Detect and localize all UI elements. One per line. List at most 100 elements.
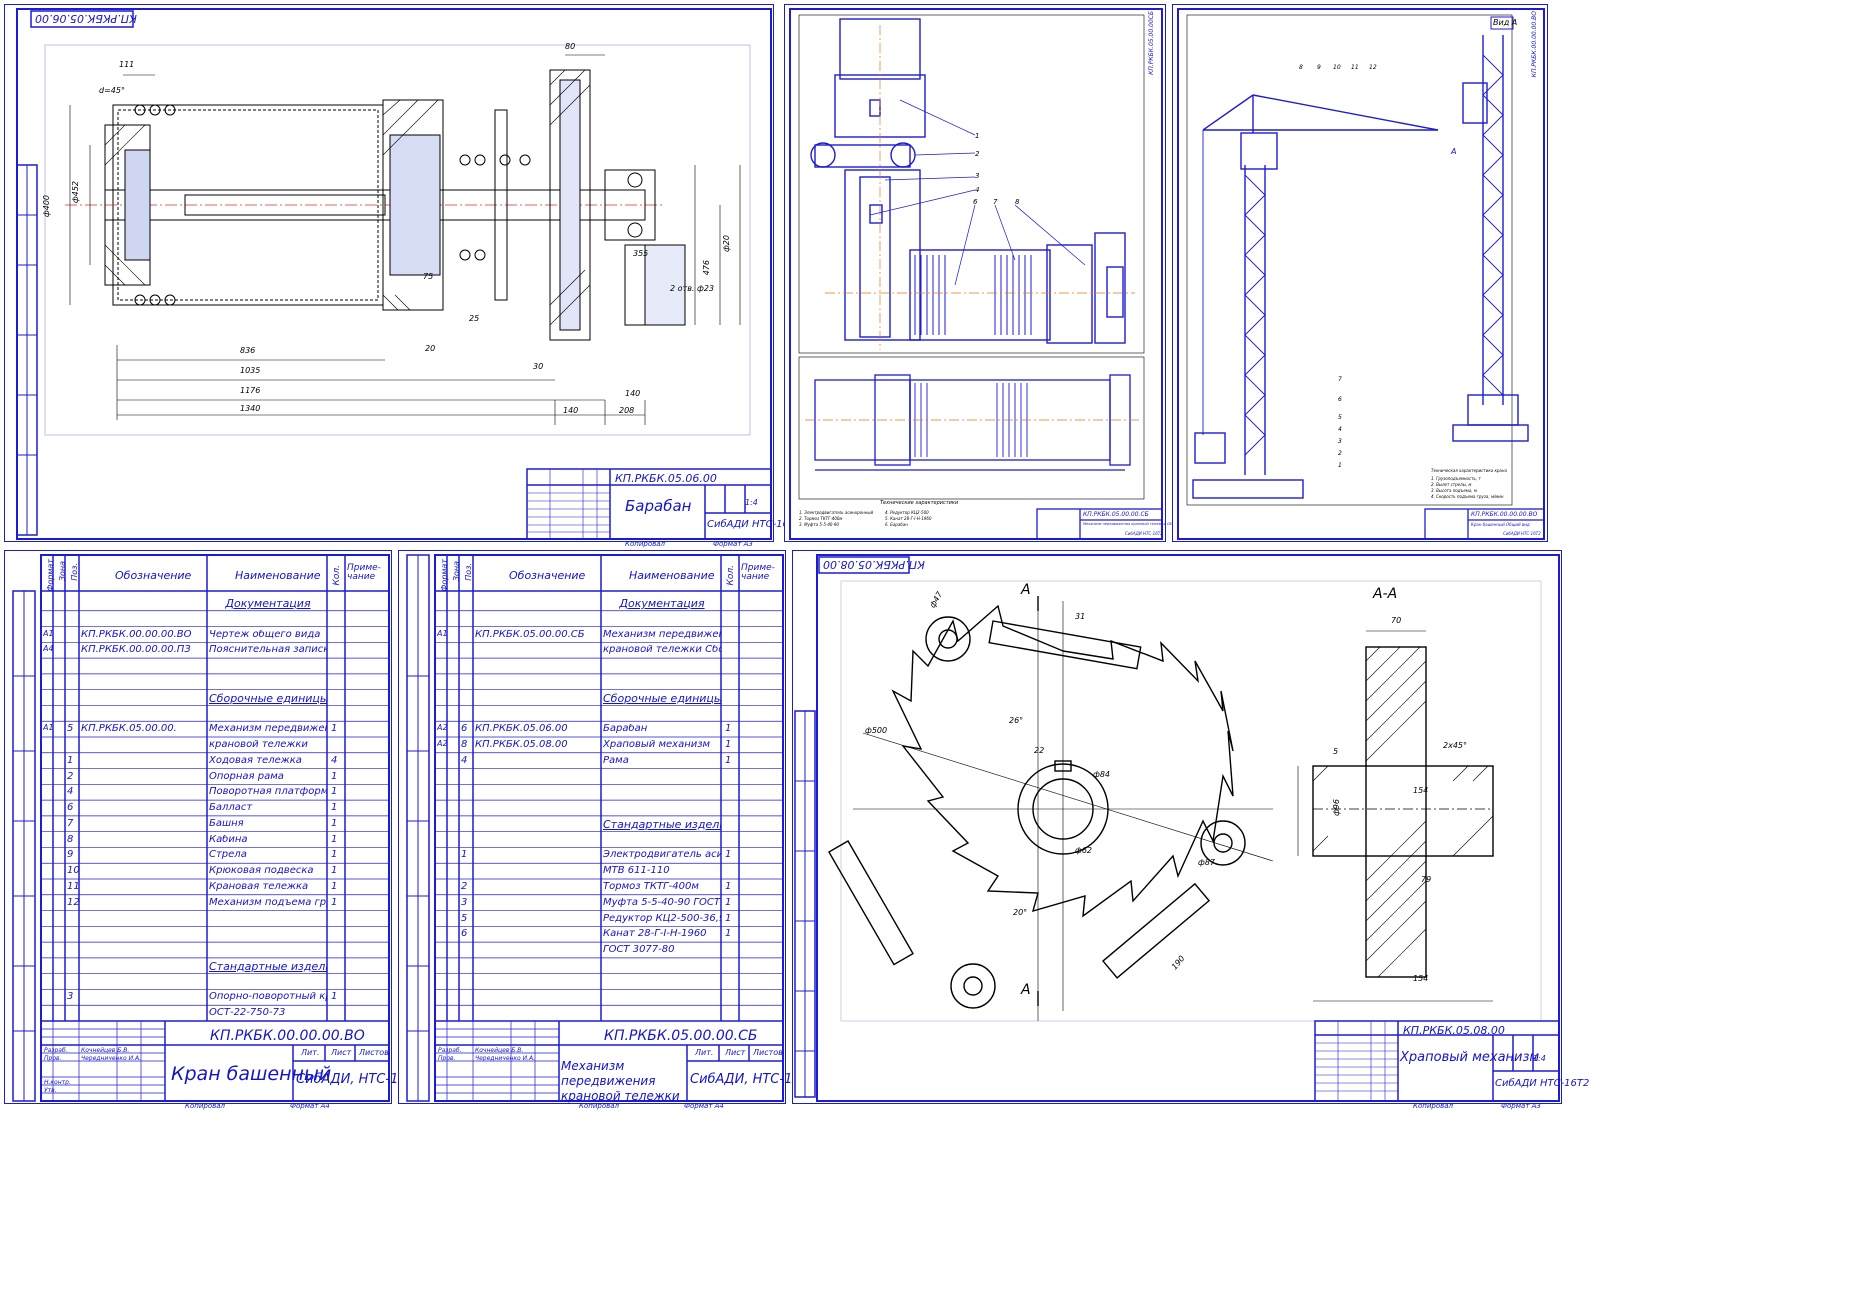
dim-label: 2 отв. ф23 bbox=[670, 284, 715, 293]
spec-cell-pos: 3 bbox=[67, 992, 74, 1003]
note: 1. Грузоподъемность, т bbox=[1431, 476, 1481, 481]
spec-row bbox=[435, 674, 783, 690]
spec-cell-pos: 6 bbox=[67, 803, 74, 814]
spec-row bbox=[435, 705, 783, 721]
spec-cell-qty: 1 bbox=[725, 913, 732, 924]
spec-cell-pos: 8 bbox=[67, 834, 74, 845]
drawing-title: Барабан bbox=[625, 497, 692, 515]
spec-cell-name: Опорно-поворотный круг bbox=[209, 992, 327, 1003]
staff-role: Разраб. bbox=[44, 1047, 68, 1054]
col-header-format: Формат bbox=[46, 559, 55, 592]
spec-cell-fmt: А1 bbox=[437, 629, 447, 638]
sheet-specification-crane: Формат Зона Поз. Обозначение Наименовани… bbox=[4, 550, 423, 1110]
spec-cell-code: КП.РКБК.05.08.00 bbox=[475, 740, 568, 750]
spec-cell-fmt: А1 bbox=[43, 629, 53, 638]
spec-cell-name: Сборочные единицы bbox=[603, 692, 721, 704]
spec-cell-fmt: А1 bbox=[43, 724, 53, 733]
col-header-qty: Кол. bbox=[332, 565, 342, 586]
organization: СибАДИ НТС-16Т2 bbox=[1503, 531, 1541, 536]
spec-cell-pos: 12 bbox=[67, 897, 79, 908]
dim-label: 140 bbox=[625, 389, 641, 398]
spec-section-row: Стандартные изделия bbox=[41, 958, 389, 974]
trolley-drawing-svg bbox=[789, 8, 1163, 540]
organization: СибАДИ НТС-16Т2 bbox=[1495, 1078, 1590, 1089]
dim-label: 476 bbox=[702, 260, 711, 276]
spec2-grid-svg bbox=[406, 554, 784, 1102]
spec-cell-qty: 1 bbox=[331, 897, 338, 908]
spec-cell-qty: 1 bbox=[331, 803, 338, 814]
dim-label: 22 bbox=[1034, 746, 1045, 755]
spec-row bbox=[435, 784, 783, 800]
spec-row bbox=[435, 800, 783, 816]
spec-cell-qty: 4 bbox=[331, 755, 338, 766]
dim-label: 154 bbox=[1413, 786, 1429, 795]
note: 4. Скорость подъема груза, м/мин bbox=[1431, 494, 1504, 499]
dim-label: 2х45° bbox=[1443, 741, 1468, 750]
organization: СибАДИ, НТС-16Т2 bbox=[296, 1072, 423, 1087]
sheets-label: Листов bbox=[359, 1048, 389, 1057]
spec-cell-qty: 1 bbox=[331, 866, 338, 877]
spec-cell-name: крановой тележки Сборочный чертеж bbox=[603, 645, 721, 656]
spec-cell-pos: 2 bbox=[461, 882, 468, 892]
note: 5. Канат 28-Г-I-Н-1960 bbox=[885, 516, 932, 521]
spec-cell-code: КП.РКБК.05.06.00 bbox=[475, 724, 568, 735]
dim-label: 154 bbox=[1413, 974, 1429, 983]
sheet-crane-general-view: КП.РКБК.00.00.00.ВО Вид А А 8 9 10 11 12… bbox=[1172, 4, 1548, 542]
footer-format: Формат А4 bbox=[684, 1102, 724, 1110]
spec-cell-name: Поворотная платформа bbox=[209, 787, 327, 798]
spec-cell-qty: 1 bbox=[331, 724, 338, 735]
callout: 2 bbox=[1338, 450, 1342, 457]
callout: 3 bbox=[1338, 438, 1342, 445]
sheet-label: Лист bbox=[331, 1048, 352, 1057]
dim-label: ф20 bbox=[722, 235, 731, 253]
spec-cell-pos: 4 bbox=[461, 755, 468, 766]
callout: 10 bbox=[1333, 64, 1341, 71]
dim-label: ф452 bbox=[71, 181, 80, 204]
dim-label: 80 bbox=[565, 42, 576, 51]
spec-cell-name: Рама bbox=[603, 755, 629, 766]
spec-cell-name: Тормоз ТКТГ-400м bbox=[603, 882, 699, 892]
dim-label: ф96 bbox=[1332, 799, 1341, 817]
spec-row bbox=[41, 611, 389, 627]
dim-label: ф87 bbox=[1198, 858, 1216, 867]
footer-copied: Копировал bbox=[625, 540, 665, 548]
footer-format: Формат А3 bbox=[1501, 1102, 1541, 1110]
spec-row: 2 Тормоз ТКТГ-400м 1 bbox=[435, 879, 783, 895]
callout: 1 bbox=[1338, 462, 1342, 469]
spec-cell-name: Крановая тележка bbox=[209, 882, 309, 892]
spec-row bbox=[41, 705, 389, 721]
sheet-label: Лист bbox=[725, 1048, 746, 1057]
spec-cell-qty: 1 bbox=[725, 882, 732, 892]
dim-label: 30 bbox=[533, 362, 544, 371]
staff-role: Утв. bbox=[44, 1087, 57, 1094]
dim-label: ф84 bbox=[1093, 770, 1111, 779]
cut-label-top: А bbox=[1021, 582, 1031, 598]
spec-cell-name: крановой тележки bbox=[209, 740, 308, 750]
note: 3. Муфта 5-5-40-90 bbox=[799, 522, 839, 527]
callout: 11 bbox=[1351, 64, 1359, 71]
lit-label: Лит. bbox=[695, 1048, 714, 1057]
spec-cell-qty: 1 bbox=[331, 818, 338, 829]
dim-label: 25 bbox=[469, 314, 480, 323]
spec-cell-pos: 8 bbox=[461, 740, 468, 750]
spec-row bbox=[41, 942, 389, 958]
dim-label: ф500 bbox=[865, 726, 888, 735]
title-code: КП.РКБК.05.08.00 bbox=[1403, 1024, 1505, 1037]
ratchet-drawing-svg bbox=[794, 554, 1560, 1102]
sheet-drum-drawing: КП.РКБК.05.06.00 111 80 d=45° ф400 ф452 … bbox=[4, 4, 801, 548]
spec-cell-qty: 1 bbox=[331, 834, 338, 845]
spec-cell-name: ГОСТ 3077-80 bbox=[603, 945, 675, 956]
spec-cell-name: Опорная рама bbox=[209, 771, 284, 782]
col-header-note: Приме-чание bbox=[741, 563, 775, 582]
dim-label: 355 bbox=[633, 249, 649, 258]
